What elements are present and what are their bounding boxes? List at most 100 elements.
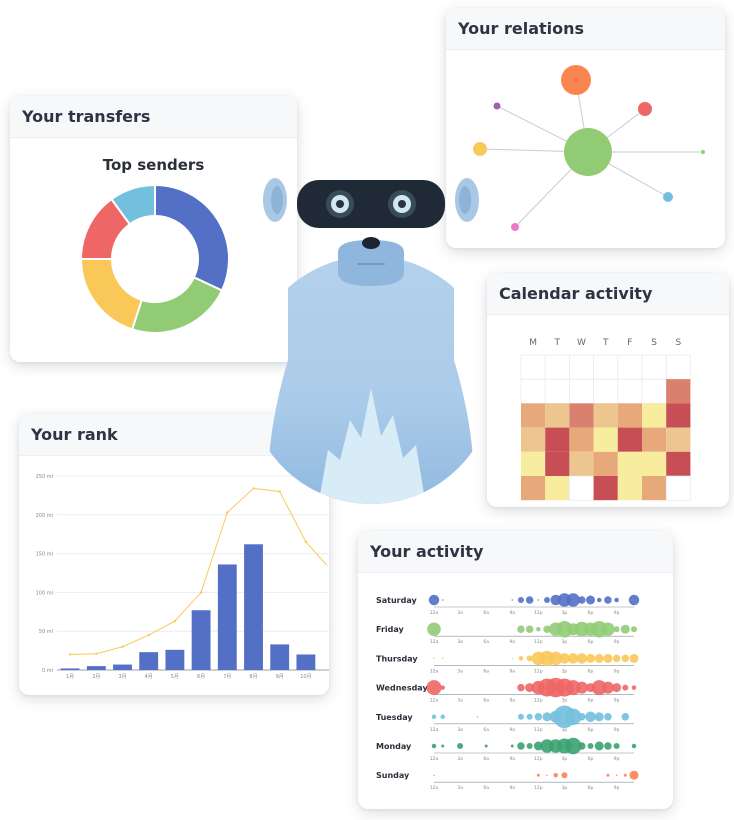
heatmap-cell [665, 354, 691, 380]
heatmap-column-label: S [651, 338, 657, 348]
activity-point [517, 713, 524, 720]
hour-tick-label: 12p [534, 756, 543, 762]
relation-node-5 [701, 150, 705, 154]
top-senders-chart: Top senders [10, 138, 297, 362]
heatmap-cell [641, 378, 667, 404]
heatmap-cell [593, 427, 618, 452]
activity-point [631, 685, 637, 690]
hour-tick-label: 6a [483, 610, 489, 616]
activity-point [544, 597, 551, 603]
hour-tick-label: 6p [588, 698, 594, 704]
relation-node-1 [561, 65, 591, 95]
transfers-card: Your transfers Top senders [10, 96, 297, 362]
relation-node-2 [638, 102, 652, 116]
heatmap-column-label: S [675, 338, 681, 348]
hour-tick-label: 6p [588, 785, 594, 791]
activity-point [441, 744, 445, 748]
activity-point [585, 711, 596, 723]
x-tick-label: 1月 [66, 674, 74, 680]
x-tick-label: 9月 [276, 674, 284, 680]
activity-point [594, 741, 604, 751]
hour-tick-label: 3a [457, 698, 463, 704]
bar [217, 564, 237, 670]
heatmap-cell [545, 476, 570, 501]
activity-point [576, 653, 588, 664]
line-point [278, 490, 281, 493]
heatmap-cell [593, 451, 618, 476]
activity-point [615, 774, 618, 776]
heatmap-cell [666, 379, 691, 404]
heatmap-cell [569, 475, 594, 501]
hour-tick-label: 3a [457, 668, 463, 674]
activity-point [511, 599, 514, 601]
hour-tick-label: 9a [509, 698, 515, 704]
hour-tick-label: 9p [614, 756, 620, 762]
raccoon-mascot-icon [258, 160, 484, 506]
hour-tick-label: 12p [534, 639, 543, 645]
hour-tick-label: 9p [614, 698, 620, 704]
line-point [226, 511, 229, 514]
donut-slice-0 [154, 183, 230, 292]
heatmap-cell [520, 354, 546, 380]
activity-point [596, 597, 602, 603]
activity-point [428, 594, 440, 606]
hour-tick-label: 6a [483, 668, 489, 674]
weekday-label: Tuesday [376, 713, 413, 722]
activity-point [561, 772, 568, 779]
activity-point [533, 741, 543, 751]
line-point [68, 653, 72, 656]
activity-point [427, 622, 441, 636]
heatmap-cell [641, 354, 667, 380]
activity-point [591, 680, 607, 696]
hour-tick-label: 12p [534, 610, 543, 616]
hour-tick-label: 9p [614, 668, 620, 674]
activity-point [587, 743, 594, 749]
hour-tick-label: 9a [509, 610, 515, 616]
hour-tick-label: 12a [430, 610, 439, 616]
bar [191, 610, 211, 670]
activity-point [525, 625, 534, 633]
hour-tick-label: 3p [562, 639, 568, 645]
activity-point [553, 772, 558, 778]
heatmap-cell [617, 451, 642, 476]
hour-tick-label: 9p [614, 727, 620, 733]
activity-point [606, 773, 610, 777]
line-point [252, 487, 255, 490]
activity-point [621, 713, 630, 721]
chart-title: Top senders [102, 156, 205, 174]
heatmap-column-label: M [529, 338, 537, 348]
hour-tick-label: 12a [430, 785, 439, 791]
activity-point [601, 622, 615, 636]
activity-point [517, 625, 525, 633]
activity-point [614, 597, 619, 603]
activity-point [525, 596, 534, 604]
hour-tick-label: 12p [534, 727, 543, 733]
activity-point [613, 626, 620, 633]
donut-slice-4 [110, 183, 156, 226]
activity-point [556, 620, 573, 638]
heatmap-cell [545, 427, 570, 452]
bar [86, 666, 106, 670]
heatmap-cell [593, 378, 619, 404]
line-point [121, 645, 124, 648]
activity-point [565, 680, 581, 696]
activity-point [604, 596, 612, 604]
activity-point [431, 743, 437, 749]
hour-tick-label: 9p [614, 785, 620, 791]
hour-tick-label: 9a [509, 756, 515, 762]
activity-point [526, 655, 533, 662]
activity-point [586, 653, 596, 663]
heatmap-cell [642, 427, 667, 452]
relation-node-7 [511, 223, 519, 231]
bar [296, 654, 316, 670]
heatmap-cell [521, 451, 546, 476]
x-tick-label: 6月 [197, 674, 205, 680]
activity-point [526, 743, 533, 749]
heatmap-column-label: F [627, 338, 632, 348]
activity-point [631, 743, 637, 749]
activity-point [440, 685, 445, 690]
hour-tick-label: 12p [534, 785, 543, 791]
